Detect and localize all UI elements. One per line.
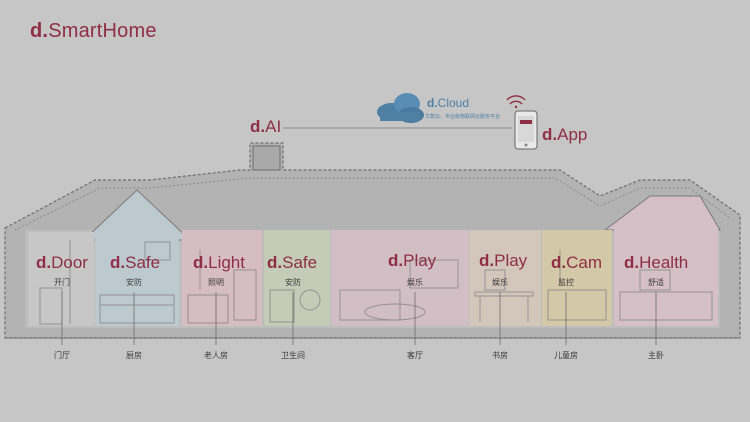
product-name: Play (403, 251, 437, 270)
cloud-label: d.Cloud (427, 96, 469, 110)
room-name-elderly: 老人房 (204, 351, 228, 360)
room-panel-door (28, 232, 94, 326)
room-name-master: 主卧 (648, 351, 664, 360)
product-name: Light (208, 253, 245, 272)
chimney (252, 145, 281, 171)
ai-name: AI (265, 117, 282, 136)
product-prefix: d. (110, 253, 126, 272)
phone-icon (514, 110, 538, 150)
cloud-subtitle: 华数云、专业级物联网云服务平台 (425, 114, 501, 120)
product-prefix: d. (36, 253, 52, 272)
room-name-study: 书房 (492, 351, 508, 360)
product-name: Health (639, 253, 689, 272)
function-label-light: 照明 (208, 278, 224, 287)
app-logo: d.SmartHome (30, 20, 157, 43)
product-name: Door (51, 253, 88, 272)
product-label-play2: d.Play (479, 251, 527, 271)
wifi-icon (506, 95, 526, 109)
function-label-play1: 娱乐 (407, 278, 423, 287)
product-label-safe2: d.Safe (267, 253, 317, 273)
product-label-health: d.Health (624, 253, 688, 273)
room-name-living: 客厅 (407, 351, 423, 360)
cloud-icon (377, 93, 424, 123)
product-prefix: d. (624, 253, 640, 272)
function-label-safe1: 安防 (126, 278, 142, 287)
room-panel-safe1 (95, 232, 179, 326)
room-panel-safe2 (264, 230, 330, 326)
cloud-name: Cloud (437, 96, 470, 110)
ai-prefix: d. (250, 117, 266, 136)
room-name-child: 儿童房 (554, 351, 578, 360)
product-label-safe1: d.Safe (110, 253, 160, 273)
room-panel-health (614, 228, 718, 326)
logo-text: SmartHome (48, 20, 157, 42)
product-label-play1: d.Play (388, 251, 436, 271)
app-prefix: d. (542, 125, 558, 144)
product-prefix: d. (479, 251, 495, 270)
product-prefix: d. (267, 253, 283, 272)
function-label-door: 开门 (54, 278, 70, 287)
app-label: d.App (542, 125, 587, 145)
ai-label: d.AI (250, 117, 281, 137)
product-label-door: d.Door (36, 253, 88, 273)
product-name: Safe (125, 253, 161, 272)
product-name: Safe (282, 253, 318, 272)
cloud-prefix: d. (427, 96, 438, 110)
product-prefix: d. (551, 253, 567, 272)
product-label-cam: d.Cam (551, 253, 602, 273)
function-label-cam: 监控 (558, 278, 574, 287)
room-name-kitchen: 厨房 (126, 351, 142, 360)
room-panel-light (182, 230, 262, 326)
function-label-play2: 娱乐 (492, 278, 508, 287)
room-name-door: 门厅 (54, 351, 70, 360)
room-panel-cam (542, 230, 612, 326)
product-prefix: d. (193, 253, 209, 272)
product-prefix: d. (388, 251, 404, 270)
logo-prefix: d. (30, 20, 49, 42)
function-label-health: 舒适 (648, 278, 664, 287)
product-name: Cam (566, 253, 603, 272)
room-name-bathroom: 卫生间 (281, 351, 305, 360)
product-name: Play (494, 251, 528, 270)
function-label-safe2: 安防 (285, 278, 301, 287)
app-name: App (557, 125, 588, 144)
product-label-light: d.Light (193, 253, 245, 273)
